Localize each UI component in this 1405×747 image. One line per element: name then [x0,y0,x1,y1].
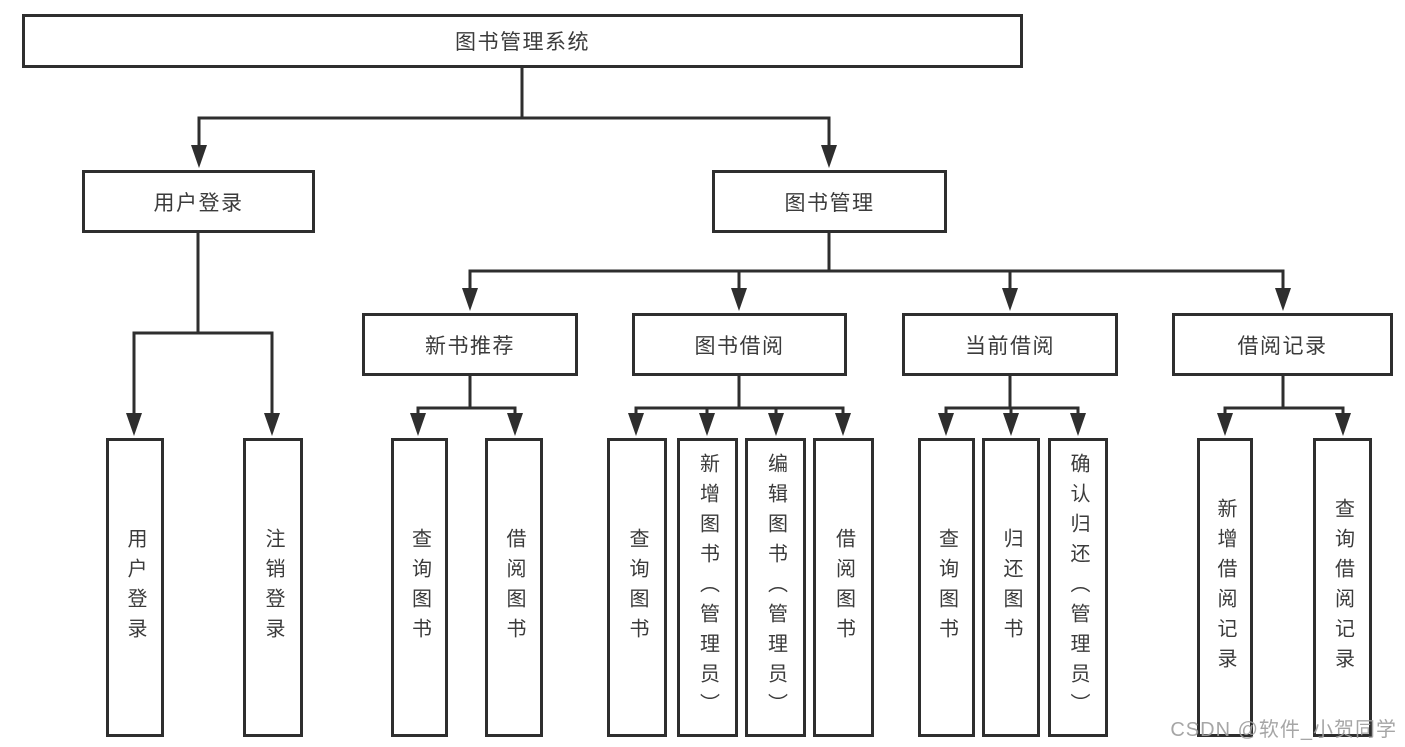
leaf-query-borrow-record-label: 查询借阅记录 [1331,497,1354,678]
node-book-management: 图书管理 [712,170,947,233]
csdn-watermark: CSDN @软件_小贺同学 [1170,719,1397,741]
connector-strokes [132,66,1345,422]
node-book-borrowing-label: 图书借阅 [694,334,785,358]
leaf-query-borrow-record: 查询借阅记录 [1313,438,1372,737]
node-book-management-label: 图书管理 [784,191,875,215]
leaf-logout: 注销登录 [243,438,303,737]
leaf-add-borrow-record-label: 新增借阅记录 [1214,497,1236,678]
leaf-query-books-2-label: 查询图书 [626,527,648,648]
leaf-borrow-books-2-label: 借阅图书 [832,527,855,648]
leaf-borrow-books-1: 借阅图书 [485,438,543,737]
leaf-query-books-2: 查询图书 [607,438,667,737]
node-root: 图书管理系统 [22,14,1023,68]
leaf-add-books-admin: 新增图书（管理员） [677,438,738,737]
leaf-query-books-1: 查询图书 [391,438,448,737]
leaf-confirm-return-admin: 确认归还（管理员） [1048,438,1108,737]
leaf-borrow-books-1-label: 借阅图书 [503,527,525,648]
node-new-book-recommend: 新书推荐 [362,313,578,376]
node-root-label: 图书管理系统 [455,31,590,54]
leaf-logout-label: 注销登录 [262,527,284,648]
node-new-book-recommend-label: 新书推荐 [425,334,515,358]
node-user-login-label: 用户登录 [153,191,244,215]
leaf-edit-books-admin-label: 编辑图书（管理员） [764,452,787,723]
leaf-query-books-1-label: 查询图书 [408,527,431,648]
node-borrowing-records: 借阅记录 [1172,313,1393,376]
leaf-return-books-label: 归还图书 [1000,527,1022,648]
leaf-user-login: 用户登录 [106,438,164,737]
leaf-add-books-admin-label: 新增图书（管理员） [696,452,719,723]
leaf-edit-books-admin: 编辑图书（管理员） [745,438,806,737]
leaf-query-books-3-label: 查询图书 [935,527,958,648]
leaf-return-books: 归还图书 [982,438,1040,737]
arrowheads [126,145,1351,436]
leaf-add-borrow-record: 新增借阅记录 [1197,438,1253,737]
leaf-query-books-3: 查询图书 [918,438,975,737]
node-borrowing-records-label: 借阅记录 [1237,334,1328,358]
node-current-borrowing-label: 当前借阅 [965,334,1055,358]
leaf-confirm-return-admin-label: 确认归还（管理员） [1067,452,1089,723]
node-current-borrowing: 当前借阅 [902,313,1118,376]
node-book-borrowing: 图书借阅 [632,313,847,376]
leaf-borrow-books-2: 借阅图书 [813,438,874,737]
leaf-user-login-label: 用户登录 [124,527,146,648]
node-user-login: 用户登录 [82,170,315,233]
